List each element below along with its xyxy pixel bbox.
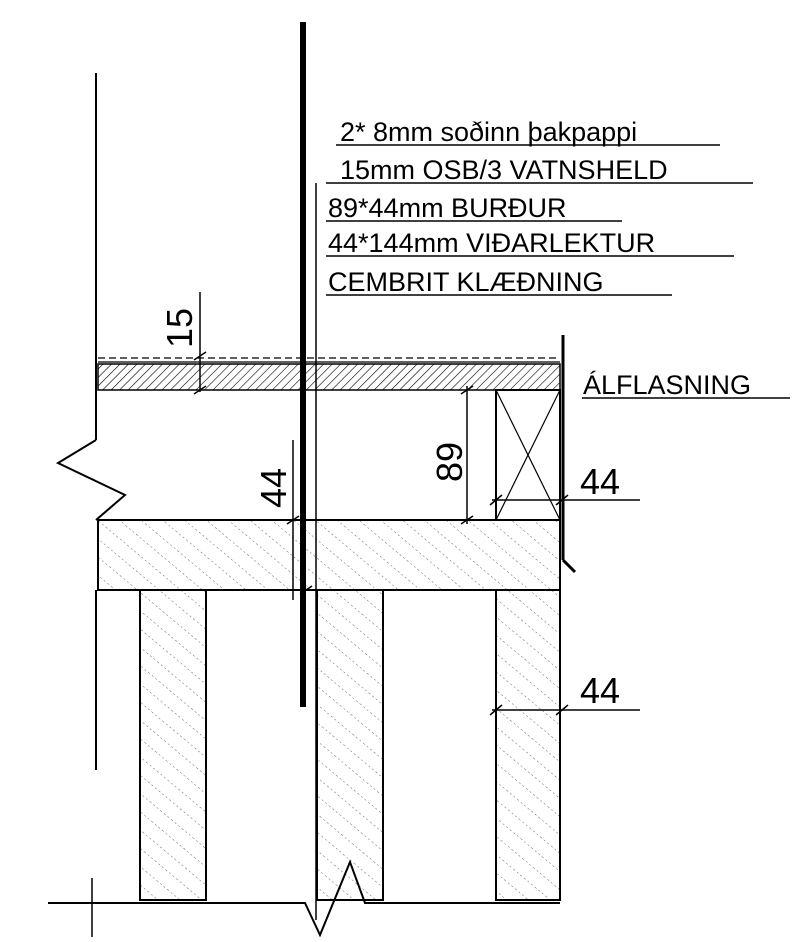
osb-board [97, 363, 561, 391]
roof-felt-layer [98, 357, 560, 363]
text-underlines [326, 144, 790, 399]
aluminium-flashing [561, 335, 577, 574]
label-cladding: CEMBRIT KLÆÐNING [328, 267, 604, 297]
joist-section [495, 389, 561, 521]
label-roof-felt: 2* 8mm soðinn þakpappi [340, 117, 637, 147]
dimension-15-text: 15 [159, 308, 200, 348]
dimension-89-line [460, 385, 474, 525]
stud-right [495, 589, 561, 901]
dimension-89-text: 89 [429, 442, 470, 482]
wall-break-line [55, 73, 127, 770]
dimension-44-joist-line [489, 494, 640, 506]
dimension-44-batten-text: 44 [253, 468, 294, 508]
bottom-break-line [48, 859, 560, 938]
dimension-44-joist-text: 44 [580, 461, 620, 502]
label-flashing: ÁLFLASNING [583, 370, 751, 400]
label-batten: 44*144mm VIÐARLEKTUR [328, 228, 655, 258]
dimension-44-stud-text: 44 [580, 670, 620, 711]
stud-middle [316, 589, 384, 901]
dimension-44-batten-line [286, 440, 313, 600]
cembrit-cladding [300, 22, 306, 707]
label-joist: 89*44mm BURÐUR [328, 193, 567, 223]
label-osb: 15mm OSB/3 VATNSHELD [340, 155, 668, 185]
stud-left [139, 589, 207, 901]
dimension-44-stud-line [489, 704, 640, 716]
dimension-15-line [193, 292, 207, 395]
top-plate-beam [97, 519, 561, 591]
